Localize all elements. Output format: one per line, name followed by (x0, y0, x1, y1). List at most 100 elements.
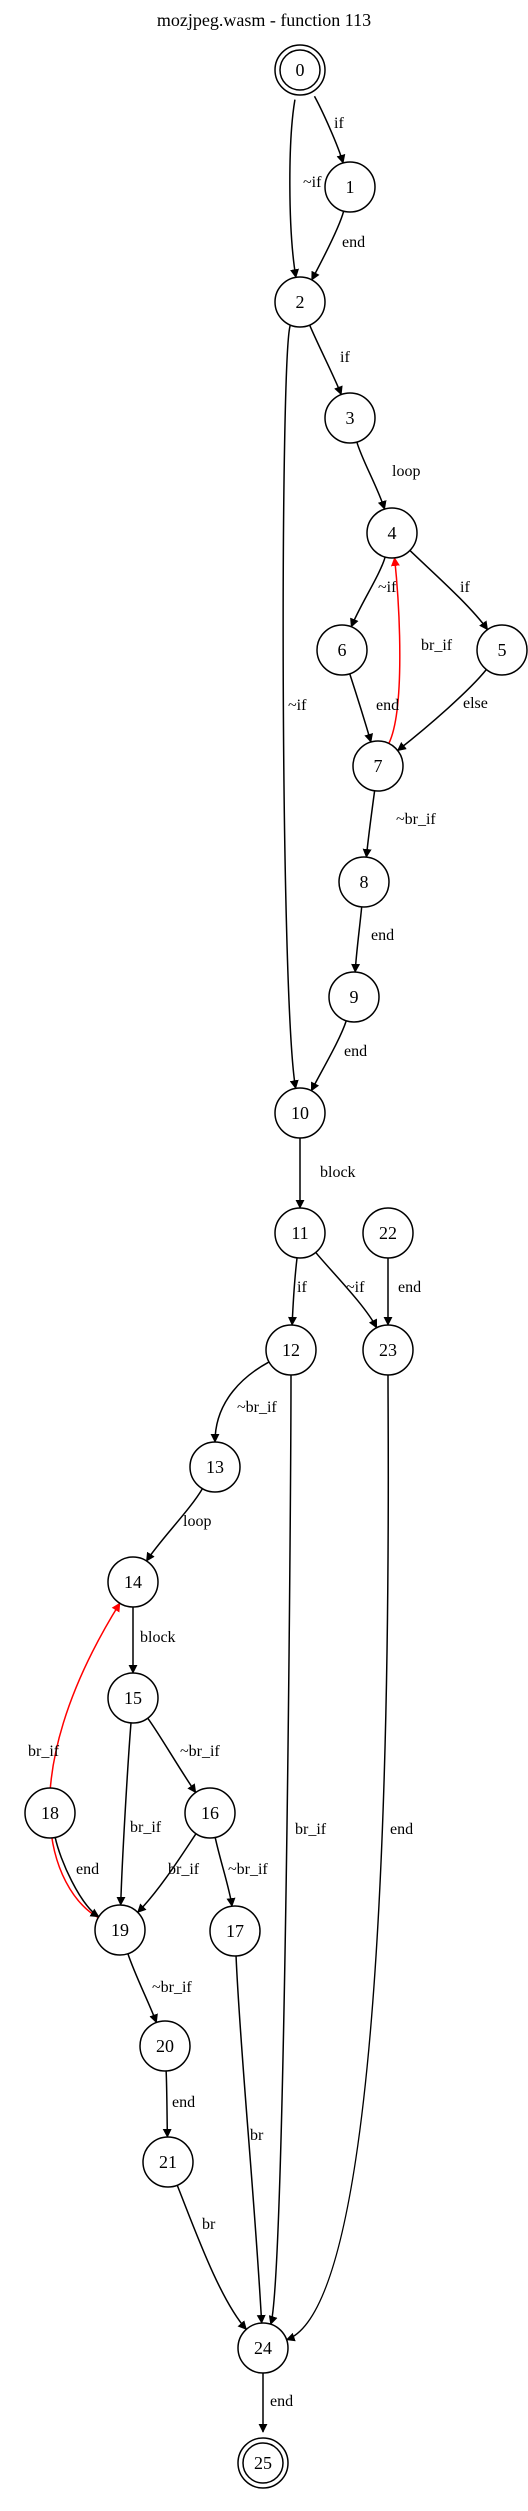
edge-label-6-7: end (376, 697, 399, 714)
node-label-0: 0 (296, 60, 305, 80)
node-circle-18 (24, 1787, 76, 1839)
edge-label-11-23: ~if (346, 1279, 365, 1296)
edge-13-14 (145, 1488, 204, 1562)
node-label-4: 4 (388, 523, 397, 543)
edge-label-23-24: end (390, 1821, 413, 1838)
edge-label-4-5: if (460, 579, 470, 596)
node-circle-11 (274, 1207, 326, 1259)
node-label-1: 1 (346, 177, 355, 197)
node-label-19: 19 (111, 1920, 129, 1940)
node-circle-17 (209, 1905, 261, 1957)
edge-label-11-12: if (297, 1279, 307, 1296)
edge-16-19 (137, 1833, 197, 1913)
edge-7-8 (362, 790, 376, 859)
edge-9-10 (310, 1020, 347, 1092)
node-24: 24 (237, 2322, 289, 2374)
edge-label-19-14: br_if (28, 1743, 60, 1760)
edge-label-0-1: if (334, 115, 344, 132)
node-label-12: 12 (282, 1340, 300, 1360)
edge-label-2-3: if (340, 349, 350, 366)
node-5: 5 (476, 624, 528, 676)
node-circle-25 (237, 2437, 289, 2489)
node-circle-19 (94, 1904, 146, 1956)
node-label-17: 17 (226, 1921, 244, 1941)
node-18: 18 (24, 1787, 76, 1839)
edge-17-24 (235, 1955, 266, 2324)
edge-label-5-7: else (463, 695, 488, 712)
node-19: 19 (94, 1904, 146, 1956)
edge-label-2-10: ~if (288, 697, 307, 714)
node-1: 1 (324, 161, 376, 213)
node-label-6: 6 (338, 640, 347, 660)
node-circle-5 (476, 624, 528, 676)
edge-label-24-25: end (270, 2393, 293, 2410)
edge-label-20-21: end (172, 2094, 195, 2111)
node-circle-3 (324, 392, 376, 444)
edge-0-2 (289, 99, 299, 279)
edge-7-4 (388, 556, 401, 744)
node-circle-6 (316, 624, 368, 676)
node-circle-23 (362, 1324, 414, 1376)
node-label-2: 2 (296, 292, 305, 312)
node-label-16: 16 (201, 1803, 219, 1823)
edge-2-3 (308, 324, 343, 396)
node-label-9: 9 (350, 987, 359, 1007)
edge-label-7-4: br_if (421, 637, 453, 654)
node-inner-ring-0 (279, 49, 321, 91)
graph-title: mozjpeg.wasm - function 113 (157, 10, 371, 30)
node-circle-15 (107, 1672, 159, 1724)
node-layer: 0123456789101112131415161718192021222324… (24, 44, 528, 2489)
edge-label-15-16: ~br_if (180, 1743, 220, 1760)
edge-21-24 (176, 2184, 247, 2331)
edge-label-16-17: ~br_if (228, 1861, 268, 1878)
node-circle-7 (352, 740, 404, 792)
node-circle-12 (265, 1324, 317, 1376)
edge-18-19 (54, 1837, 100, 1918)
node-circle-10 (274, 1087, 326, 1139)
node-label-10: 10 (291, 1103, 309, 1123)
edge-label-7-8: ~br_if (396, 811, 436, 828)
node-17: 17 (209, 1905, 261, 1957)
edge-19-20 (127, 1953, 158, 2024)
node-label-5: 5 (498, 640, 507, 660)
edge-label-8-9: end (371, 927, 394, 944)
edge-label-21-24: br (202, 2216, 216, 2233)
edge-1-2 (311, 210, 345, 281)
node-label-15: 15 (124, 1688, 142, 1708)
node-inner-ring-25 (242, 2442, 284, 2484)
node-circle-1 (324, 161, 376, 213)
node-9: 9 (328, 971, 380, 1023)
node-6: 6 (316, 624, 368, 676)
node-circle-8 (338, 856, 390, 908)
node-circle-4 (366, 507, 418, 559)
edge-15-19 (116, 1722, 132, 1906)
edge-2-10 (282, 324, 299, 1090)
node-circle-9 (328, 971, 380, 1023)
node-23: 23 (362, 1324, 414, 1376)
edge-8-9 (351, 906, 363, 973)
edge-0-1 (313, 95, 346, 164)
node-label-11: 11 (291, 1223, 308, 1243)
edge-label-12-13: ~br_if (237, 1399, 277, 1416)
node-circle-21 (142, 2136, 194, 2188)
node-15: 15 (107, 1672, 159, 1724)
node-2: 2 (274, 276, 326, 328)
edge-label-17-24: br (250, 2127, 264, 2144)
edge-label-3-4: loop (392, 463, 420, 480)
node-label-7: 7 (374, 756, 383, 776)
node-circle-14 (107, 1556, 159, 1608)
node-label-21: 21 (159, 2152, 177, 2172)
edge-label-10-11: block (320, 1164, 356, 1181)
node-label-3: 3 (346, 408, 355, 428)
node-circle-2 (274, 276, 326, 328)
node-4: 4 (366, 507, 418, 559)
node-label-23: 23 (379, 1340, 397, 1360)
node-10: 10 (274, 1087, 326, 1139)
edge-label-13-14: loop (183, 1513, 211, 1530)
node-14: 14 (107, 1556, 159, 1608)
edge-11-23 (315, 1251, 378, 1329)
node-3: 3 (324, 392, 376, 444)
edge-label-19-20: ~br_if (152, 1979, 192, 1996)
